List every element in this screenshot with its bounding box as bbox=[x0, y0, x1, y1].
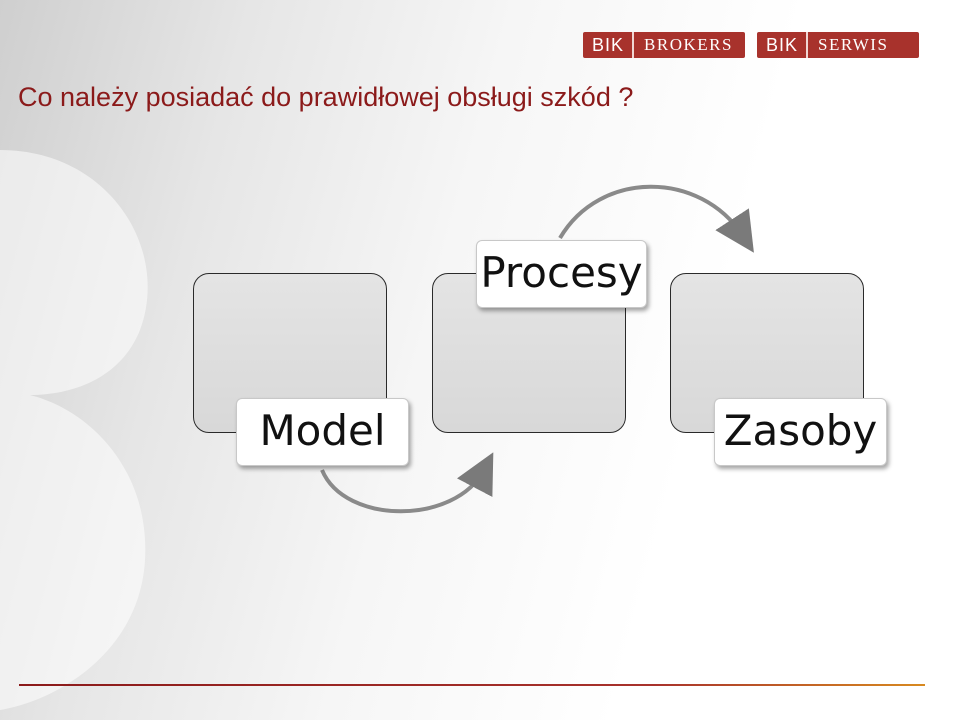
bik-brokers-logo: BIK BROKERS bbox=[583, 32, 745, 58]
page-title: Co należy posiadać do prawidłowej obsług… bbox=[18, 82, 634, 112]
logo-prefix: BIK bbox=[766, 35, 799, 55]
step-label-procesy: Procesy bbox=[476, 240, 647, 308]
logo-name: BROKERS bbox=[632, 32, 743, 58]
logo-name: SERWIS bbox=[806, 32, 898, 58]
bik-serwis-logo: BIK SERWIS bbox=[757, 32, 919, 58]
footer-divider bbox=[19, 684, 925, 686]
step-label-zasoby: Zasoby bbox=[714, 398, 887, 466]
step-label-model: Model bbox=[236, 398, 409, 466]
logo-prefix: BIK bbox=[592, 35, 625, 55]
